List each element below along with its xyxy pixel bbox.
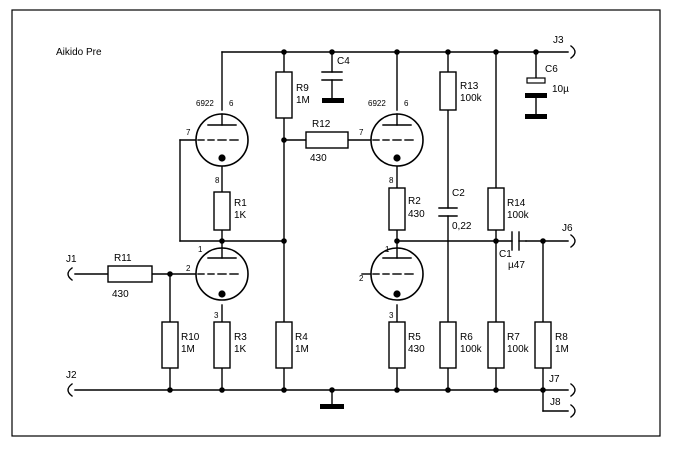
resistor-r11-value: 430 bbox=[112, 289, 129, 300]
tube-v3-pin-plate: 1 bbox=[198, 245, 203, 254]
resistor-r2-value: 430 bbox=[408, 209, 425, 220]
tube-v4-pin-plate: 1 bbox=[385, 245, 390, 254]
resistor-r10-value: 1M bbox=[181, 344, 195, 355]
capacitor-c4-name: C4 bbox=[337, 56, 350, 67]
resistor-r8-value: 1M bbox=[555, 344, 569, 355]
capacitor-c2: C2 0,22 bbox=[438, 188, 472, 232]
capacitor-c2-value: 0,22 bbox=[452, 221, 472, 232]
tube-v2-pin-plate: 6 bbox=[404, 99, 409, 108]
resistor-r12-name: R12 bbox=[312, 119, 331, 130]
tube-v3-pin-grid: 2 bbox=[186, 264, 191, 273]
capacitor-c6-value: 10µ bbox=[552, 84, 569, 95]
resistor-r6-name: R6 bbox=[460, 332, 473, 343]
resistor-r4-name: R4 bbox=[295, 332, 308, 343]
resistor-r8-name: R8 bbox=[555, 332, 568, 343]
connector-j3-label: J3 bbox=[553, 35, 564, 46]
schematic-title: Aikido Pre bbox=[56, 47, 102, 58]
frame-border bbox=[11, 9, 661, 437]
resistor-r13-name: R13 bbox=[460, 81, 479, 92]
resistor-r3: R3 1K bbox=[213, 321, 247, 369]
resistor-r5-value: 430 bbox=[408, 344, 425, 355]
tube-v2: 6922 6 7 8 bbox=[359, 99, 424, 185]
resistor-r9-value: 1M bbox=[296, 95, 310, 106]
resistor-r1: R1 1K bbox=[213, 191, 247, 231]
junction-dots bbox=[167, 49, 546, 393]
resistor-r5-name: R5 bbox=[408, 332, 421, 343]
connector-j2-label: J2 bbox=[66, 370, 77, 381]
ground-bar-main bbox=[320, 404, 344, 409]
capacitor-c2-name: C2 bbox=[452, 188, 465, 199]
resistor-r5: R5 430 bbox=[388, 321, 425, 369]
resistor-r6: R6 100k bbox=[439, 321, 483, 369]
resistor-r7-value: 100k bbox=[507, 344, 530, 355]
resistor-r11: R11 430 bbox=[107, 253, 153, 300]
capacitor-c4: C4 bbox=[321, 56, 350, 81]
tube-v2-pin-cathode: 8 bbox=[389, 176, 394, 185]
resistor-r9-name: R9 bbox=[296, 83, 309, 94]
connector-j1: J1 bbox=[66, 254, 77, 281]
resistor-r2-name: R2 bbox=[408, 196, 421, 207]
resistor-r12-value: 430 bbox=[310, 153, 327, 164]
resistor-r7-name: R7 bbox=[507, 332, 520, 343]
tube-v4-pin-cathode: 3 bbox=[389, 311, 394, 320]
resistor-r12: R12 430 bbox=[305, 119, 349, 164]
resistor-r6-value: 100k bbox=[460, 344, 483, 355]
resistor-r10-name: R10 bbox=[181, 332, 200, 343]
capacitor-c6: C6 10µ bbox=[525, 64, 569, 98]
tube-v3: 1 2 3 bbox=[186, 245, 249, 320]
resistor-r4-value: 1M bbox=[295, 344, 309, 355]
tube-v3-pin-cathode: 3 bbox=[214, 311, 219, 320]
resistor-r2: R2 430 bbox=[388, 187, 425, 231]
tube-v2-pin-grid: 7 bbox=[359, 128, 364, 137]
resistor-r14-value: 100k bbox=[507, 210, 530, 221]
ground-bar-c6 bbox=[525, 114, 547, 119]
capacitor-c1: C1 µ47 bbox=[499, 231, 527, 271]
resistor-r11-name: R11 bbox=[114, 253, 132, 264]
resistor-r3-value: 1K bbox=[234, 344, 247, 355]
resistor-r8: R8 1M bbox=[534, 321, 569, 369]
resistor-r7: R7 100k bbox=[487, 321, 530, 369]
resistor-r14-name: R14 bbox=[507, 198, 526, 209]
capacitor-c1-value: µ47 bbox=[508, 260, 525, 271]
connector-j8-label: J8 bbox=[550, 397, 561, 408]
tube-v2-type: 6922 bbox=[368, 99, 386, 108]
capacitor-c6-name: C6 bbox=[545, 64, 558, 75]
connector-j7: J7 bbox=[549, 374, 576, 397]
resistor-r9: R9 1M bbox=[275, 71, 310, 119]
resistor-r3-name: R3 bbox=[234, 332, 247, 343]
resistor-r14: R14 100k bbox=[487, 187, 530, 231]
tube-v1: 6922 6 7 8 bbox=[186, 99, 249, 185]
tube-v4-pin-grid: 2 bbox=[359, 274, 364, 283]
connector-j7-label: J7 bbox=[549, 374, 560, 385]
tube-v1-pin-grid: 7 bbox=[186, 128, 191, 137]
connector-j1-label: J1 bbox=[66, 254, 77, 265]
resistor-r1-value: 1K bbox=[234, 210, 247, 221]
tube-v4: 1 2 3 bbox=[359, 245, 424, 320]
resistor-r10: R10 1M bbox=[161, 321, 200, 369]
connector-j6: J6 bbox=[562, 223, 576, 248]
connector-j8: J8 bbox=[550, 397, 576, 418]
wires bbox=[74, 51, 569, 412]
capacitor-c1-name: C1 bbox=[499, 249, 512, 260]
resistor-r13: R13 100k bbox=[439, 71, 483, 111]
ground-bar-c4 bbox=[322, 98, 344, 103]
tube-v1-pin-plate: 6 bbox=[229, 99, 234, 108]
connector-j6-label: J6 bbox=[562, 223, 573, 234]
connector-j2: J2 bbox=[66, 370, 77, 397]
resistor-r13-value: 100k bbox=[460, 93, 483, 104]
resistor-r1-name: R1 bbox=[234, 198, 247, 209]
resistor-r4: R4 1M bbox=[275, 321, 309, 369]
connector-j3: J3 bbox=[553, 35, 576, 59]
tube-v1-type: 6922 bbox=[196, 99, 214, 108]
tube-v1-pin-cathode: 8 bbox=[215, 176, 220, 185]
